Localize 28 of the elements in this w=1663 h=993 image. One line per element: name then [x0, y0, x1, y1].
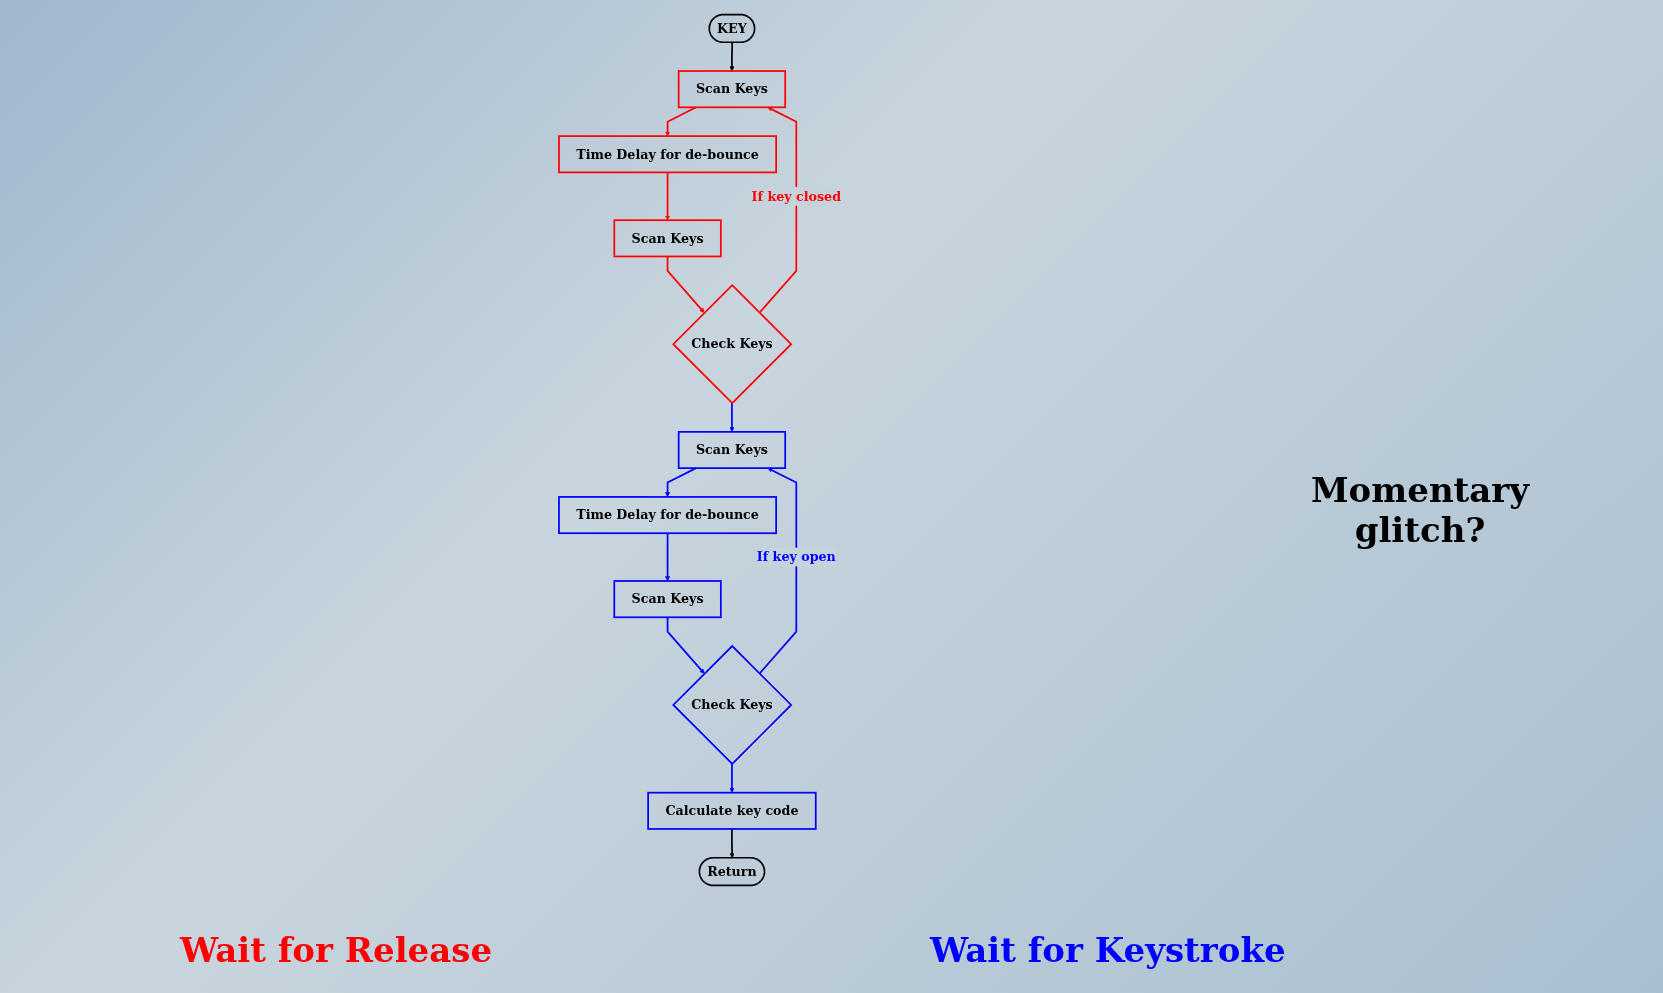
arrow [665, 467, 697, 498]
arrow [666, 255, 705, 313]
arrow [729, 763, 735, 793]
node-diamond: Check Keys [672, 284, 793, 405]
node-diamond: Check Keys [672, 644, 793, 766]
arrow [665, 171, 671, 221]
arrow [665, 106, 697, 137]
node-box: Scan Keys [613, 580, 722, 619]
edge-label: If key open [756, 549, 836, 565]
node-box: Scan Keys [677, 431, 787, 469]
node-text: Return [707, 863, 757, 879]
arrow [665, 532, 671, 582]
node-box: Scan Keys [613, 219, 722, 258]
node-box: Time Delay for de-bounce [558, 496, 777, 535]
note-text: Momentary glitch? [1309, 470, 1531, 550]
node-box: Time Delay for de-bounce [558, 135, 777, 174]
arrow [729, 828, 735, 859]
arrow [729, 41, 735, 72]
arrow [758, 107, 798, 314]
section-caption: Wait for Keystroke [930, 930, 1286, 970]
node-box: Scan Keys [677, 70, 787, 109]
node-box: Calculate key code [647, 791, 817, 830]
arrow [666, 616, 705, 674]
node-text: KEY [717, 20, 747, 36]
arrow [758, 467, 798, 675]
section-caption: Wait for Release [180, 930, 492, 970]
edge-label: If key closed [751, 188, 842, 204]
arrow [729, 402, 735, 433]
